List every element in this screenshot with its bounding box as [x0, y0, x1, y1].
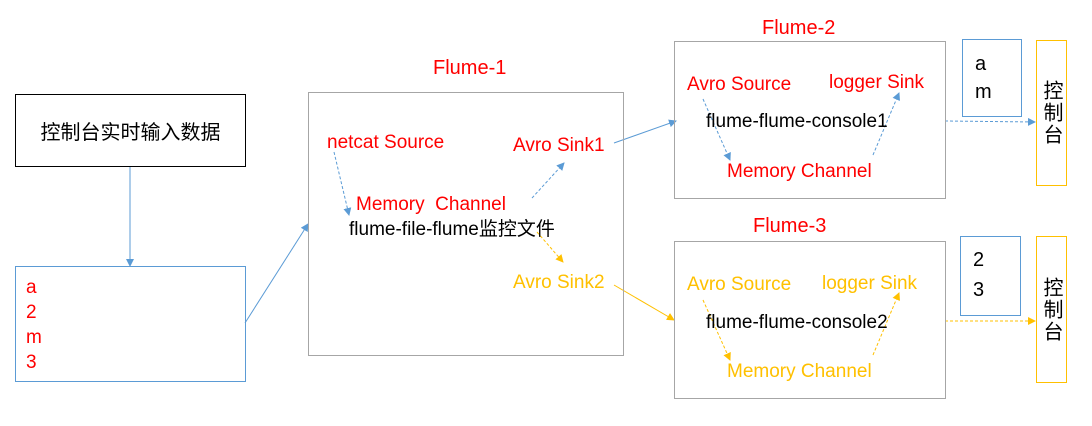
flume3-console-box: 控制台 — [1036, 236, 1067, 383]
flume3-agent-box — [674, 241, 946, 399]
input-data-line: a — [26, 277, 37, 298]
flume3-memory-channel: Memory Channel — [727, 361, 872, 382]
console-input-label: 控制台实时输入数据 — [40, 122, 221, 144]
flume3-avro-source: Avro Source — [687, 274, 792, 295]
flume3-title: Flume-3 — [753, 215, 827, 237]
arrow-f3-channel-to-sink — [872, 292, 900, 356]
flume2-output-line: a — [975, 53, 987, 75]
input-data-line: m — [26, 327, 42, 348]
input-data-box: a 2 m 3 — [15, 266, 246, 382]
arrow-sink2-to-flume3 — [613, 284, 675, 321]
flume2-output-line: m — [975, 81, 992, 103]
flume2-logger-sink: logger Sink — [829, 72, 925, 93]
input-data-line: 2 — [26, 302, 37, 323]
flume3-output-line: 3 — [973, 279, 985, 301]
flume2-memory-channel: Memory Channel — [727, 161, 872, 182]
flume2-console-label: 控制台 — [1040, 80, 1062, 146]
flume1-agent-box — [308, 92, 624, 356]
arrow-sink1-to-flume2 — [613, 119, 677, 144]
arrow-f2-to-console — [944, 117, 1036, 126]
arrow-f3-source-to-channel — [702, 299, 731, 361]
flume1-memory-channel: Memory Channel — [356, 194, 506, 215]
flume2-console-box: 控制台 — [1036, 40, 1067, 186]
flume3-config-label: flume-flume-console2 — [706, 312, 888, 333]
flume3-console-label: 控制台 — [1040, 276, 1062, 343]
flume3-output-line: 2 — [973, 249, 985, 271]
flume1-config-label: flume-file-flume监控文件 — [349, 219, 555, 240]
flume1-avro-sink2: Avro Sink2 — [513, 272, 605, 293]
flume2-avro-source: Avro Source — [687, 74, 792, 95]
arrow-f1-channel-to-sink2 — [536, 231, 564, 263]
flume1-avro-sink1: Avro Sink1 — [513, 135, 605, 156]
arrow-data-to-flume1 — [244, 223, 309, 324]
flume2-config-label: flume-flume-console1 — [706, 111, 888, 132]
input-data-line: 3 — [26, 352, 37, 373]
arrow-f2-source-to-channel — [702, 98, 731, 161]
flume1-netcat-source: netcat Source — [327, 132, 445, 153]
flume2-output-box: a m — [962, 39, 1022, 117]
console-input-box: 控制台实时输入数据 — [15, 94, 246, 167]
flume2-title: Flume-2 — [762, 17, 836, 39]
arrow-f2-channel-to-sink — [872, 92, 900, 156]
arrow-f1-source-to-channel — [333, 151, 352, 216]
flume3-logger-sink: logger Sink — [822, 273, 918, 294]
flume2-agent-box — [674, 41, 946, 199]
flume1-title: Flume-1 — [433, 57, 507, 79]
arrow-f1-channel-to-sink1 — [531, 162, 565, 199]
flume3-output-box: 2 3 — [960, 236, 1021, 316]
